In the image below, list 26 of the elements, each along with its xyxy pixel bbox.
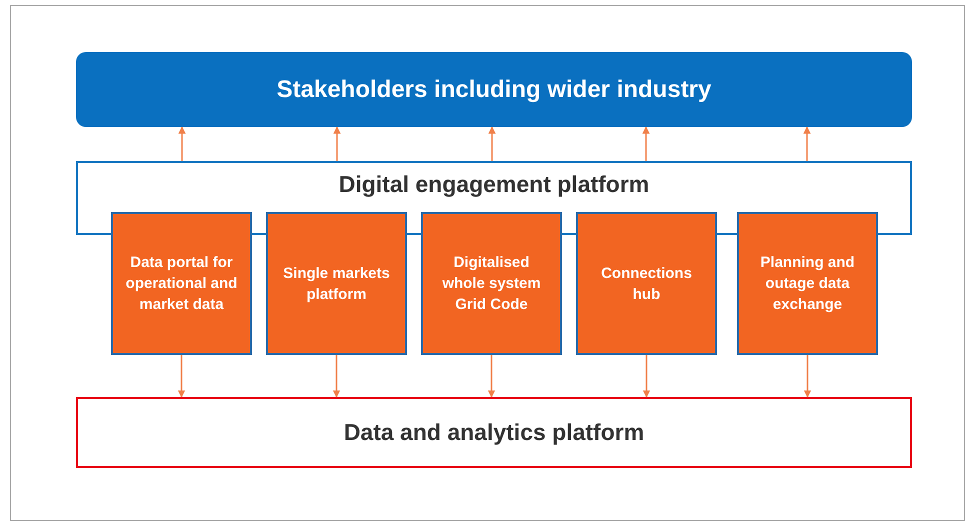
header-banner: [76, 52, 912, 127]
node-label: Stakeholders including wider industry: [276, 76, 712, 104]
process-box: [576, 212, 717, 355]
arrow: [642, 126, 650, 161]
arrow: [804, 355, 812, 398]
arrow: [488, 355, 496, 398]
node-label: Planning and outage data exchange: [759, 253, 856, 315]
node-label: Connections hub: [600, 264, 693, 304]
node-label: Data portal for operational and market data: [124, 253, 238, 315]
process-box: [421, 212, 562, 355]
arrow: [488, 126, 496, 161]
arrow: [332, 355, 340, 398]
node-label: Digitalised whole system Grid Code: [441, 253, 542, 315]
arrow: [178, 126, 186, 161]
node-label: Single markets platform: [282, 264, 391, 304]
platform-box: [76, 161, 912, 212]
process-box: [111, 212, 252, 355]
arrow: [178, 355, 186, 398]
process-box: [737, 212, 878, 355]
node-label: Data and analytics platform: [344, 419, 644, 446]
arrow: [333, 126, 341, 161]
arrow: [803, 126, 811, 161]
platform-box: [76, 397, 912, 468]
process-box: [266, 212, 407, 355]
node-label: Digital engagement platform: [338, 171, 650, 198]
arrow: [642, 355, 650, 398]
